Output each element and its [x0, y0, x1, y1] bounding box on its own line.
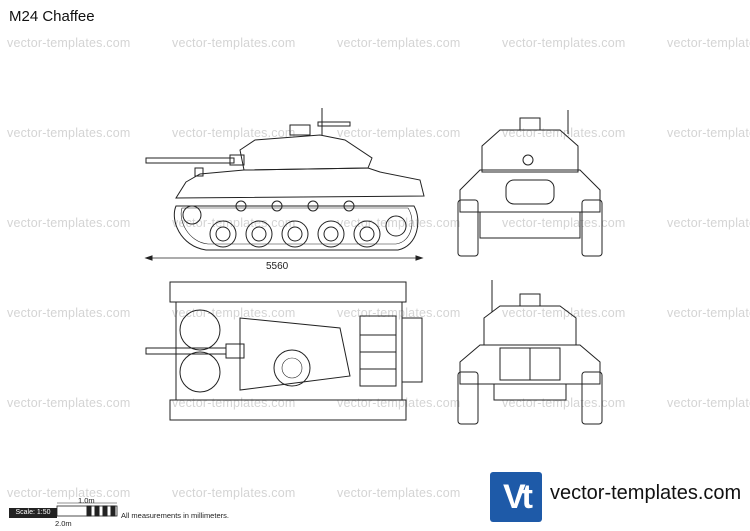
top-cupola-inner: [281, 357, 303, 379]
top-gun-mantlet: [225, 343, 245, 359]
front-turret: [481, 129, 579, 173]
top-turret-cupola: [273, 349, 311, 387]
front-lower-plate: [479, 211, 581, 239]
dimension-arrow-right: [415, 255, 424, 261]
front-track-left: [457, 199, 479, 257]
scale-label: Scale: 1:50: [9, 508, 57, 518]
rear-track-right: [581, 371, 603, 425]
top-turret: [239, 317, 351, 391]
side-gun-barrel: [145, 157, 235, 164]
top-view: [145, 281, 423, 421]
road-wheel-hub: [323, 226, 339, 242]
brand-site-text[interactable]: vector-templates.com: [550, 482, 742, 504]
side-hull: [175, 167, 425, 199]
top-rear-deck: [401, 317, 423, 383]
ruler-bottom-label: 2.0m: [55, 519, 72, 528]
side-cupola: [289, 124, 311, 136]
rear-lower-plate: [493, 383, 567, 401]
rear-track-left: [457, 371, 479, 425]
dimension-arrow-left: [144, 255, 153, 261]
rear-cupola: [519, 293, 541, 307]
side-turret: [239, 134, 373, 171]
measurement-note: All measurements in millimeters.: [121, 511, 229, 520]
length-dimension-label: 5560: [266, 261, 289, 272]
road-wheel-hub: [359, 226, 375, 242]
rear-hull: [459, 344, 601, 385]
ruler-top-label: 1.0m: [78, 496, 95, 505]
side-view: [144, 108, 425, 261]
side-track: [173, 205, 419, 251]
side-periscope: [194, 167, 204, 177]
ruler-block: [110, 505, 116, 517]
top-track-left: [169, 281, 407, 303]
road-wheel-hub: [287, 226, 303, 242]
road-wheel: [353, 220, 381, 248]
front-transmission-cover: [505, 179, 555, 205]
road-wheel: [245, 220, 273, 248]
ruler-block: [86, 505, 92, 517]
return-roller: [343, 200, 355, 212]
rear-turret: [483, 305, 577, 346]
front-hull: [459, 169, 601, 213]
front-view: [457, 110, 603, 257]
top-hatch: [179, 309, 221, 351]
return-roller: [235, 200, 247, 212]
front-track-right: [581, 199, 603, 257]
front-cupola: [519, 117, 541, 131]
top-engine-deck: [359, 315, 397, 387]
side-mg: [317, 121, 351, 127]
brand-logo[interactable]: Vt: [490, 472, 542, 522]
rear-view: [457, 280, 603, 425]
ruler-block: [94, 505, 100, 517]
road-wheel: [281, 220, 309, 248]
road-wheel: [317, 220, 345, 248]
top-gun-barrel: [145, 347, 227, 355]
side-return-rollers: [235, 200, 355, 212]
top-hatch: [179, 351, 221, 393]
page-title: M24 Chaffee: [9, 8, 95, 25]
side-road-wheels: [182, 205, 407, 248]
drive-sprocket: [385, 215, 407, 237]
road-wheel-hub: [215, 226, 231, 242]
return-roller: [307, 200, 319, 212]
ruler-block: [102, 505, 108, 517]
top-track-right: [169, 399, 407, 421]
side-gun-mantlet: [229, 154, 245, 166]
front-gun-muzzle: [522, 154, 534, 166]
road-wheel-hub: [251, 226, 267, 242]
return-roller: [271, 200, 283, 212]
road-wheel: [209, 220, 237, 248]
idler-wheel: [182, 205, 202, 225]
scale-ruler: [56, 502, 118, 517]
